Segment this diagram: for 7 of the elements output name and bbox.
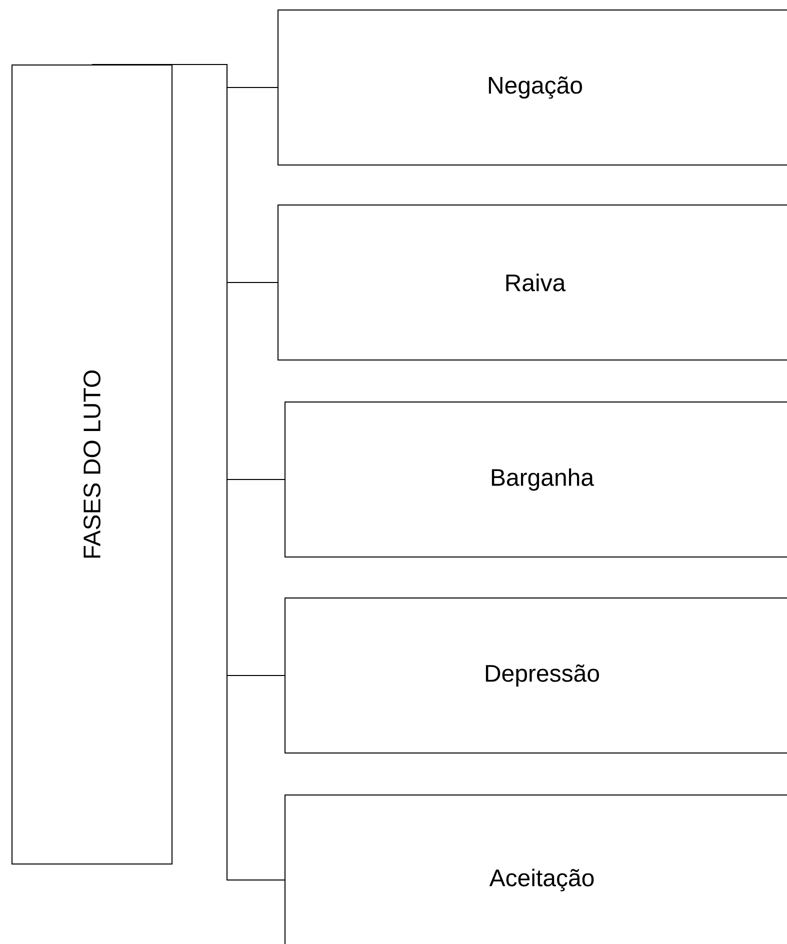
stage-box: Depressão [284,598,787,754]
stage-box: Raiva [278,204,787,360]
stage-box: Barganha [284,402,787,558]
label-box: FASES DO LUTO [12,64,172,864]
stage-box: Aceitação [284,794,787,944]
connector-line [92,64,285,880]
stage-box: Negação [278,10,787,166]
